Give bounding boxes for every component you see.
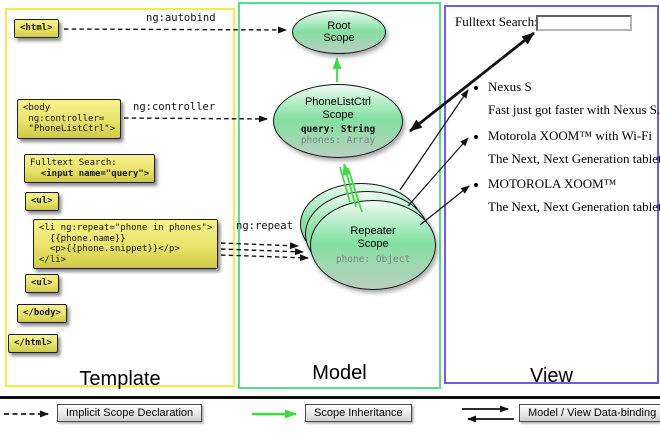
search-input[interactable] — [536, 15, 632, 31]
scope-prop-phone: phone: Object — [335, 254, 411, 265]
phonelistctrl-scope-ellipse: PhoneListCtrl Scope query: String phones… — [273, 84, 403, 158]
bullet-icon — [474, 135, 478, 139]
legend-double-arrow-icon — [462, 405, 514, 423]
scope-prop-phones: phones: Array — [300, 135, 376, 146]
bullet-icon — [474, 183, 478, 187]
bullet-icon — [474, 86, 478, 90]
code-html-close: </html> — [8, 334, 58, 353]
model-panel-label: Model — [312, 362, 367, 384]
model-panel: Model — [238, 2, 441, 389]
view-panel-label: View — [530, 365, 573, 387]
code-html-open: <html> — [14, 19, 59, 38]
code-body-close: </body> — [17, 304, 67, 323]
root-scope-ellipse: Root Scope — [292, 10, 386, 54]
scope-prop-query: query: String — [300, 124, 376, 135]
code-ul-close: <ul> — [25, 274, 59, 293]
legend-scope-inheritance: Scope Inheritance — [305, 404, 412, 422]
legend-separator-line — [0, 396, 660, 400]
legend-implicit-scope: Implicit Scope Declaration — [57, 404, 203, 422]
edge-label-repeat: ng:repeat — [236, 220, 293, 232]
view-item-name: MOTOROLA XOOM™ — [488, 176, 617, 191]
repeater-scope-front-ellipse: Repeater Scope phone: Object — [310, 200, 436, 290]
view-search-label: Fulltext Search: — [455, 14, 538, 29]
edge-label-autobind: ng:autobind — [146, 12, 216, 24]
legend-data-binding: Model / View Data-binding — [519, 404, 660, 422]
template-panel-label: Template — [79, 368, 161, 390]
view-panel: View — [444, 5, 659, 387]
view-item-desc: Fast just got faster with Nexus S. — [488, 102, 660, 117]
view-item-desc: The Next, Next Generation tablet. — [488, 151, 660, 166]
view-item-desc: The Next, Next Generation tablet. — [488, 199, 660, 214]
code-body-open: <body ng:controller= "PhoneListCtrl"> — [17, 99, 122, 139]
code-ul-open: <ul> — [25, 192, 59, 211]
code-li-repeat: <li ng:repeat="phone in phones"> {{phone… — [33, 219, 219, 269]
edge-label-controller: ng:controller — [133, 101, 216, 113]
view-item-name: Motorola XOOM™ with Wi-Fi — [488, 128, 653, 143]
view-item-name: Nexus S — [488, 79, 532, 94]
code-fulltext-input: Fulltext Search: <input name="query"> — [24, 154, 156, 183]
